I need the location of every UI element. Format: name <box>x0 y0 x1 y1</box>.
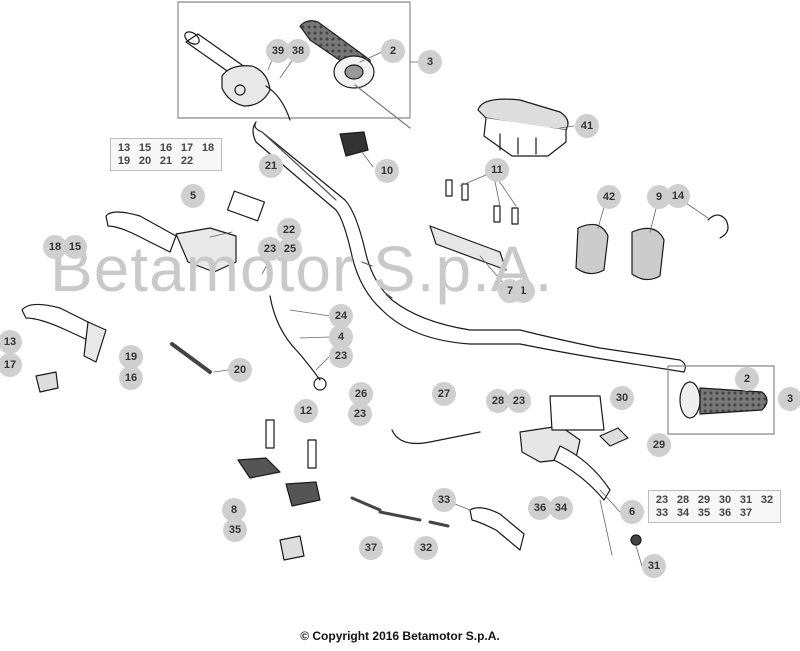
leader-line <box>354 84 411 129</box>
callout-badge: 38 <box>286 39 310 63</box>
callout-badge: 15 <box>63 235 87 259</box>
callout-badge: 6 <box>620 500 644 524</box>
handlebar-tube <box>252 121 686 373</box>
callout-badge: 33 <box>432 488 456 512</box>
watermark: Betamotor S.p.A. <box>50 233 554 305</box>
clutch-lever-5 <box>105 190 266 273</box>
hose-27 <box>391 429 481 445</box>
nut-31 <box>630 534 642 546</box>
bracket-35 <box>279 535 305 561</box>
grip-left-top <box>299 20 375 89</box>
callout-badge: 37 <box>359 536 383 560</box>
callout-badge: 32 <box>414 536 438 560</box>
grip-right <box>679 381 768 419</box>
callout-badge: 25 <box>278 237 302 261</box>
callout-badge: 21 <box>259 154 283 178</box>
callout-badge: 24 <box>329 304 353 328</box>
callout-badge: 23 <box>348 402 372 426</box>
callout-badge: 35 <box>223 518 247 542</box>
callout-badge: 17 <box>0 353 22 377</box>
callout-badge: 7 <box>498 279 522 303</box>
callout-badge: 12 <box>294 399 318 423</box>
callout-badge: 10 <box>375 159 399 183</box>
bracket-29 <box>599 427 629 447</box>
callout-badge: 36 <box>528 496 552 520</box>
callout-badge: 13 <box>0 330 22 354</box>
callout-badge: 26 <box>349 382 373 406</box>
bolt-20 <box>170 342 212 374</box>
callout-badge: 31 <box>642 554 666 578</box>
clip-14 <box>707 214 729 239</box>
banjo-23 <box>313 377 327 391</box>
clamp-7 <box>429 225 507 271</box>
callout-badge: 23 <box>507 389 531 413</box>
callout-badge: 23 <box>329 344 353 368</box>
lever-13-17 <box>21 303 107 393</box>
clamp-8 <box>237 419 321 507</box>
callout-badge: 11 <box>485 158 509 182</box>
callout-badge: 3 <box>418 50 442 74</box>
throttle-assembly <box>184 31 291 121</box>
callout-badge: 34 <box>549 496 573 520</box>
callout-badge: 18 <box>43 235 67 259</box>
bolts-11 <box>445 179 519 225</box>
callout-badge: 41 <box>575 114 599 138</box>
callout-badge: 29 <box>647 433 671 457</box>
callout-badge: 3 <box>778 387 800 411</box>
bar-pad-41 <box>477 98 569 157</box>
callout-badge: 28 <box>486 389 510 413</box>
callout-badge: 2 <box>735 367 759 391</box>
callout-badge: 42 <box>597 185 621 209</box>
right-grip-box <box>667 365 775 435</box>
callout-badge: 20 <box>228 358 252 382</box>
callout-badge: 16 <box>119 366 143 390</box>
callout-badge: 30 <box>610 386 634 410</box>
lever-36 <box>469 507 525 551</box>
callout-badge: 23 <box>258 237 282 261</box>
callout-badge: 27 <box>432 382 456 406</box>
hose-24 <box>269 295 321 381</box>
switch-10 <box>339 131 369 157</box>
copyright-notice: © Copyright 2016 Betamotor S.p.A. <box>300 629 500 643</box>
callout-badge: 14 <box>666 184 690 208</box>
switch-9 <box>631 227 665 281</box>
pin-37 <box>350 496 450 528</box>
throttle-detail-box <box>177 1 411 119</box>
brake-master-6 <box>519 395 611 501</box>
callout-badge: 2 <box>381 39 405 63</box>
callout-badge: 19 <box>119 345 143 369</box>
callout-badge: 39 <box>266 39 290 63</box>
callout-badge: 5 <box>181 184 205 208</box>
switch-42 <box>575 223 609 275</box>
